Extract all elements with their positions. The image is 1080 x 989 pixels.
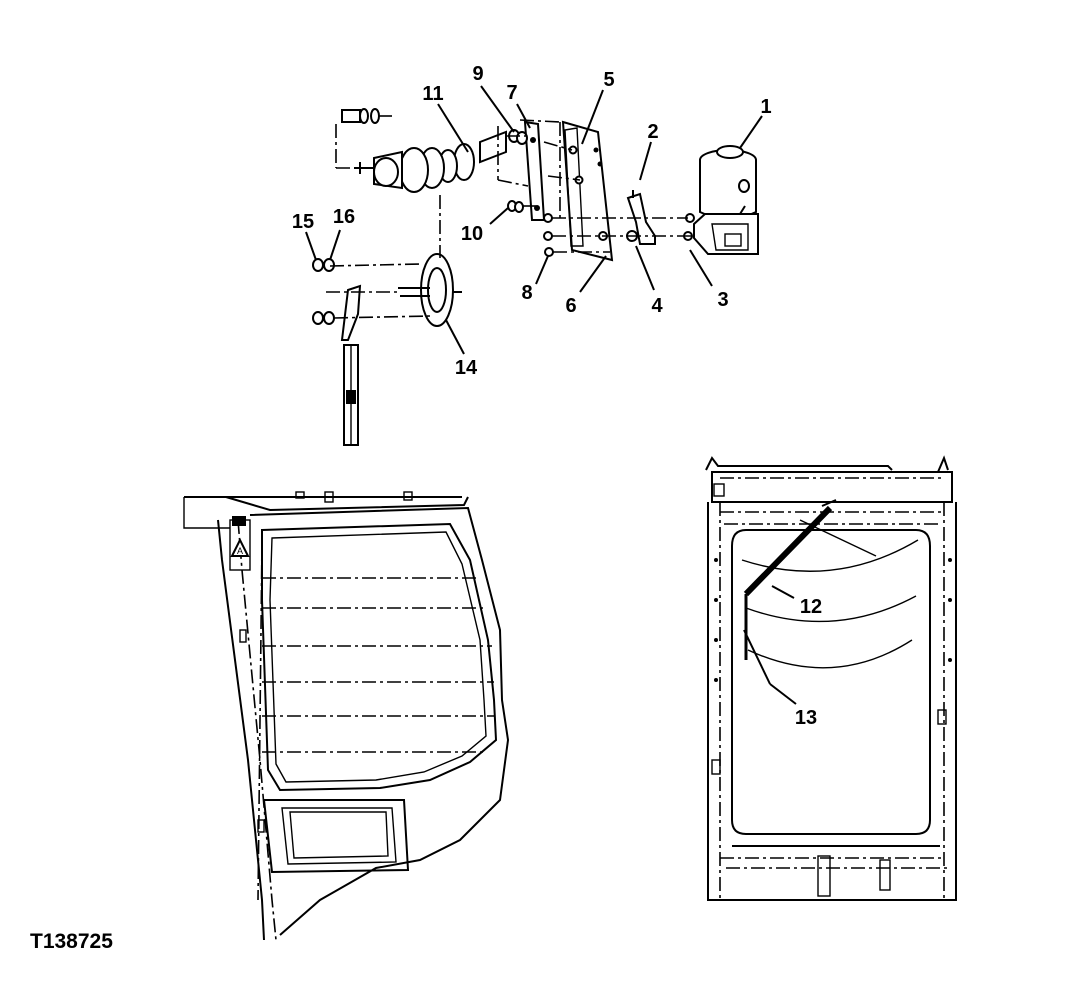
cap-nut xyxy=(341,108,380,124)
wiper-arm xyxy=(340,284,362,446)
bracket-2 xyxy=(626,190,656,245)
callout-13: 13 xyxy=(794,707,818,729)
washers-9 xyxy=(508,129,528,145)
callout-4: 4 xyxy=(651,295,663,317)
cab-side-view: A xyxy=(183,491,510,941)
wiper-motor-assembly xyxy=(693,145,759,255)
callout-2: 2 xyxy=(647,121,659,143)
callout-12: 12 xyxy=(799,596,823,618)
nuts-10 xyxy=(507,200,524,213)
callout-15: 15 xyxy=(291,211,315,233)
pivot-shaft-11 xyxy=(354,130,507,193)
svg-text:A: A xyxy=(237,546,243,556)
callout-1: 1 xyxy=(760,96,772,118)
callout-5: 5 xyxy=(603,69,615,91)
callout-6: 6 xyxy=(565,295,577,317)
callout-11: 11 xyxy=(422,83,444,105)
callout-16: 16 xyxy=(332,206,356,228)
cab-front-view xyxy=(705,455,957,901)
mounting-plate-6 xyxy=(561,120,614,262)
leader-lines xyxy=(305,85,763,355)
callout-10: 10 xyxy=(460,223,484,245)
callout-3: 3 xyxy=(717,289,729,311)
callout-8: 8 xyxy=(521,282,533,304)
callout-14: 14 xyxy=(454,357,478,379)
callout-9: 9 xyxy=(472,63,484,85)
wiper-arm-mount-14 xyxy=(398,253,462,327)
fasteners-15-16 xyxy=(312,258,335,325)
figure-id: T138725 xyxy=(30,930,113,953)
callout-7: 7 xyxy=(506,82,518,104)
